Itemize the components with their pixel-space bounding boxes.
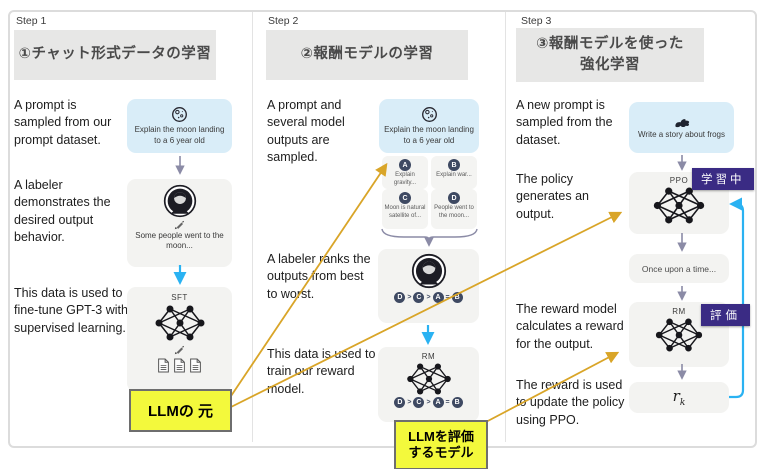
step3-output-text: Once upon a time... [641,263,717,274]
rank-badge: D [394,397,406,408]
step1-demo-text: Some people went to the moon... [135,231,224,251]
output-a-badge: A [399,159,411,171]
output-d-text: People went to the moon... [434,205,474,219]
step3-prompt-text: Write a story about frogs [638,129,725,139]
moon-icon [421,106,438,123]
step2-text-sampled: A prompt and several model outputs are s… [267,98,345,164]
step1-prompt-text: Explain the moon landing to a 6 year old [134,125,225,145]
neural-network-icon [406,363,452,395]
reward-symbol: rk [672,387,686,408]
rank-badge: B [451,397,463,408]
step3-text-reward-update: The reward is used to update the policy … [516,378,625,427]
step1-title: ①チャット形式データの学習 [14,30,216,80]
frog-icon [673,115,690,128]
step2-labeler-box: D > C > A = B [378,249,479,323]
document-icon [157,358,170,373]
step1-label: Step 1 [16,15,47,27]
pencil-icon [174,344,185,355]
annotation-line2: するモデル [408,445,474,460]
annotation-llm-evaluator: LLMを評価 するモデル [394,420,488,469]
document-icon [173,358,186,373]
ppo-label: PPO [669,176,689,185]
annotation-line1: LLMを評価 [408,428,474,444]
rank-sep: > [426,294,431,301]
step2-prompt-card: Explain the moon landing to a 6 year old [379,99,479,153]
rank-sep: > [426,399,431,406]
step2-text-ranks: A labeler ranks the outputs from best to… [267,252,371,301]
pencil-icon [174,219,185,230]
document-icon [189,358,202,373]
step2-label: Step 2 [268,15,299,27]
documents-row [157,358,202,373]
step1-text-finetune: This data is used to fine-tune GPT-3 wit… [14,286,128,335]
rm-label: RM [421,352,436,361]
rank-badge: A [432,397,444,408]
sft-label: SFT [171,293,188,302]
rank-sep: = [445,294,450,301]
labeler-avatar-icon [163,184,197,218]
step3-title-line2: 強化学習 [580,57,640,73]
annotation-llm-origin: LLMの 元 [129,389,232,432]
step2-title: ②報酬モデルの学習 [266,30,468,80]
step3-title-line1: ③報酬モデルを使った [536,35,684,52]
column-divider-2 [505,12,506,442]
output-c-badge: C [399,192,411,204]
step3-output-box: Once upon a time... [629,254,729,283]
output-card-d: D People went to the moon... [431,189,477,229]
rank-sep: > [407,294,412,301]
step1-prompt-card: Explain the moon landing to a 6 year old [127,99,232,153]
output-card-a: A Explain gravity... [382,156,428,189]
step3-reward-box: rk [629,382,729,413]
column-divider-1 [252,12,253,442]
step1-text-prompt: A prompt is sampled from our prompt data… [14,98,112,147]
rm-label: RM [672,307,686,316]
neural-network-icon [155,305,205,341]
rank-badge: C [413,397,425,408]
output-a-text: Explain gravity... [393,172,417,186]
step2-prompt-text: Explain the moon landing to a 6 year old [384,125,474,145]
rank-badge: C [413,292,425,303]
output-c-text: Moon is natural satellite of... [384,205,426,219]
rank-sep: > [407,399,412,406]
labeler-avatar-icon [411,253,447,289]
output-card-c: C Moon is natural satellite of... [382,189,428,229]
step1-text-labeler: A labeler demonstrates the desired outpu… [14,178,111,244]
rank-sep: = [445,399,450,406]
neural-network-icon [655,318,703,352]
neural-network-icon [653,187,705,224]
step2-text-train: This data is used to train our reward mo… [267,347,376,396]
rank-badge: A [432,292,444,303]
badge-eval: 評価 [701,304,750,326]
output-d-badge: D [448,192,460,204]
step1-sft-box: SFT [127,287,232,392]
ranking-row: D > C > A = B [394,292,463,303]
step3-title: ③報酬モデルを使った 強化学習 [516,28,704,82]
step2-rm-box: RM D > C > A = B [378,347,479,422]
output-b-badge: B [448,159,460,171]
step3-text-new-prompt: A new prompt is sampled from the dataset… [516,98,613,147]
step1-demo-box: Some people went to the moon... [127,179,232,267]
ranking-row: D > C > A = B [394,397,463,408]
step3-text-reward-model: The reward model calculates a reward for… [516,302,624,351]
step3-label: Step 3 [521,15,552,27]
output-card-b: B Explain war... [431,156,477,189]
rank-badge: B [451,292,463,303]
step3-text-policy: The policy generates an output. [516,172,589,221]
rank-badge: D [394,292,406,303]
output-b-text: Explain war... [436,172,472,178]
badge-training: 学習中 [692,168,754,190]
step3-prompt-card: Write a story about frogs [629,102,734,153]
moon-icon [171,106,188,123]
